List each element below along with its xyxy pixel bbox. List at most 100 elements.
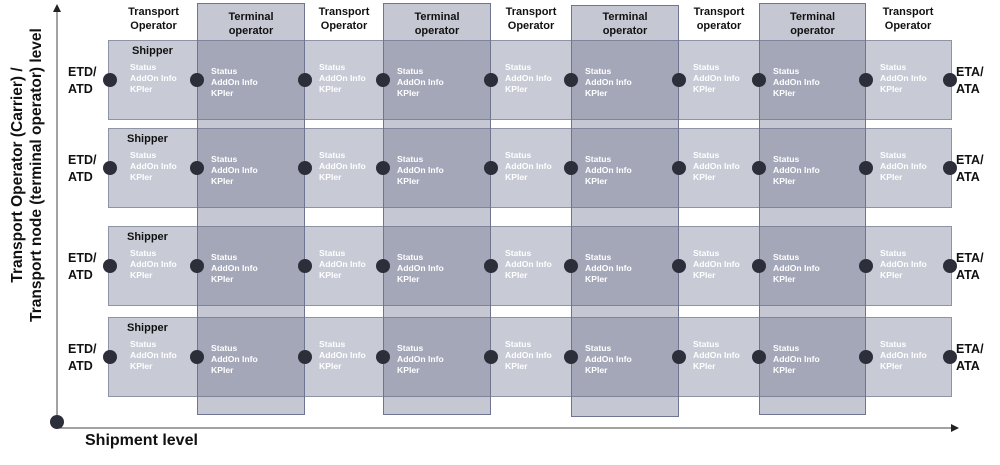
departure-label: ETD/ATD xyxy=(68,152,96,186)
cell-text-line: KPIer xyxy=(130,172,153,182)
cell-text-line: Status xyxy=(693,62,720,72)
cell-text-line: KPIer xyxy=(773,176,796,186)
node-dot xyxy=(943,161,957,175)
column-header-line: Transport xyxy=(505,6,557,18)
cell-text-line: KPIer xyxy=(693,84,716,94)
cell-text-line: AddOn Info xyxy=(880,161,927,171)
cell-text-line: AddOn Info xyxy=(773,354,820,364)
cell-text-line: Status xyxy=(585,343,612,353)
node-dot xyxy=(298,161,312,175)
cell-text-line: KPIer xyxy=(505,270,528,280)
cell-text-line: KPIer xyxy=(130,270,153,280)
departure-label-line: ETD/ xyxy=(68,342,97,356)
shipper-label: Shipper xyxy=(127,133,168,145)
cell-text-line: Status xyxy=(773,252,800,262)
cell-text-line: KPIer xyxy=(505,84,528,94)
arrival-label: ETA/ATA xyxy=(956,341,984,375)
cell-text-line: AddOn Info xyxy=(319,161,366,171)
node-dot xyxy=(564,161,578,175)
column-header-line: operator xyxy=(414,25,460,37)
cell-text-line: KPIer xyxy=(130,84,153,94)
terminal-operator-column xyxy=(571,5,679,417)
node-dot xyxy=(672,73,686,87)
cell-text-line: Status xyxy=(130,339,157,349)
cell-text-line: AddOn Info xyxy=(397,165,444,175)
cell-text-line: KPIer xyxy=(319,270,342,280)
node-dot xyxy=(564,259,578,273)
cell-text-line: Status xyxy=(397,252,424,262)
cell-text-line: KPIer xyxy=(319,361,342,371)
cell-text-line: KPIer xyxy=(397,88,420,98)
cell-text-line: Status xyxy=(505,248,532,258)
node-dot xyxy=(103,73,117,87)
terminal-operator-column xyxy=(383,3,491,415)
node-dot xyxy=(752,73,766,87)
cell-text-line: Status xyxy=(773,343,800,353)
cell-text-line: AddOn Info xyxy=(585,165,632,175)
cell-text-line: KPIer xyxy=(880,172,903,182)
cell-text-line: Status xyxy=(505,339,532,349)
arrival-label-line: ATA xyxy=(956,170,980,184)
cell-text-line: AddOn Info xyxy=(693,259,740,269)
departure-label-line: ATD xyxy=(68,359,93,373)
arrival-label-line: ETA/ xyxy=(956,251,984,265)
departure-label-line: ATD xyxy=(68,82,93,96)
cell-text-line: KPIer xyxy=(397,274,420,284)
arrival-label-line: ATA xyxy=(956,268,980,282)
cell-text-line: KPIer xyxy=(397,365,420,375)
node-dot xyxy=(376,73,390,87)
cell-text-line: AddOn Info xyxy=(319,350,366,360)
cell-text-line: AddOn Info xyxy=(773,165,820,175)
node-dot xyxy=(752,350,766,364)
node-dot xyxy=(672,259,686,273)
cell-text-line: AddOn Info xyxy=(130,73,177,83)
cell-text-line: KPIer xyxy=(585,274,608,284)
cell-text-line: KPIer xyxy=(211,274,234,284)
cell-text-line: Status xyxy=(773,154,800,164)
column-header-line: Operator xyxy=(884,20,932,32)
cell-text-line: Status xyxy=(211,154,238,164)
cell-text-line: KPIer xyxy=(130,361,153,371)
arrival-label-line: ATA xyxy=(956,359,980,373)
cell-text-line: AddOn Info xyxy=(585,354,632,364)
cell-text-line: KPIer xyxy=(693,361,716,371)
node-dot xyxy=(484,259,498,273)
cell-text-line: AddOn Info xyxy=(880,350,927,360)
node-dot xyxy=(859,73,873,87)
column-header-line: Terminal xyxy=(228,11,274,23)
node-dot xyxy=(190,350,204,364)
cell-text-line: AddOn Info xyxy=(130,259,177,269)
cell-text-line: AddOn Info xyxy=(211,165,258,175)
column-header-line: Operator xyxy=(130,20,177,32)
cell-text-line: Status xyxy=(319,248,346,258)
column-header-line: operator xyxy=(696,20,742,32)
column-header-line: Operator xyxy=(507,20,555,32)
cell-text-line: KPIer xyxy=(319,84,342,94)
node-dot xyxy=(376,259,390,273)
node-dot xyxy=(298,350,312,364)
node-dot xyxy=(859,350,873,364)
node-dot xyxy=(943,259,957,273)
cell-text-line: Status xyxy=(693,150,720,160)
row-band xyxy=(108,317,952,397)
cell-text-line: Status xyxy=(211,343,238,353)
column-header-line: Terminal xyxy=(602,11,648,23)
cell-text-line: KPIer xyxy=(211,88,234,98)
cell-text-line: AddOn Info xyxy=(319,73,366,83)
cell-text-line: AddOn Info xyxy=(773,77,820,87)
column-header-line: Terminal xyxy=(789,11,836,23)
departure-label-line: ATD xyxy=(68,170,93,184)
